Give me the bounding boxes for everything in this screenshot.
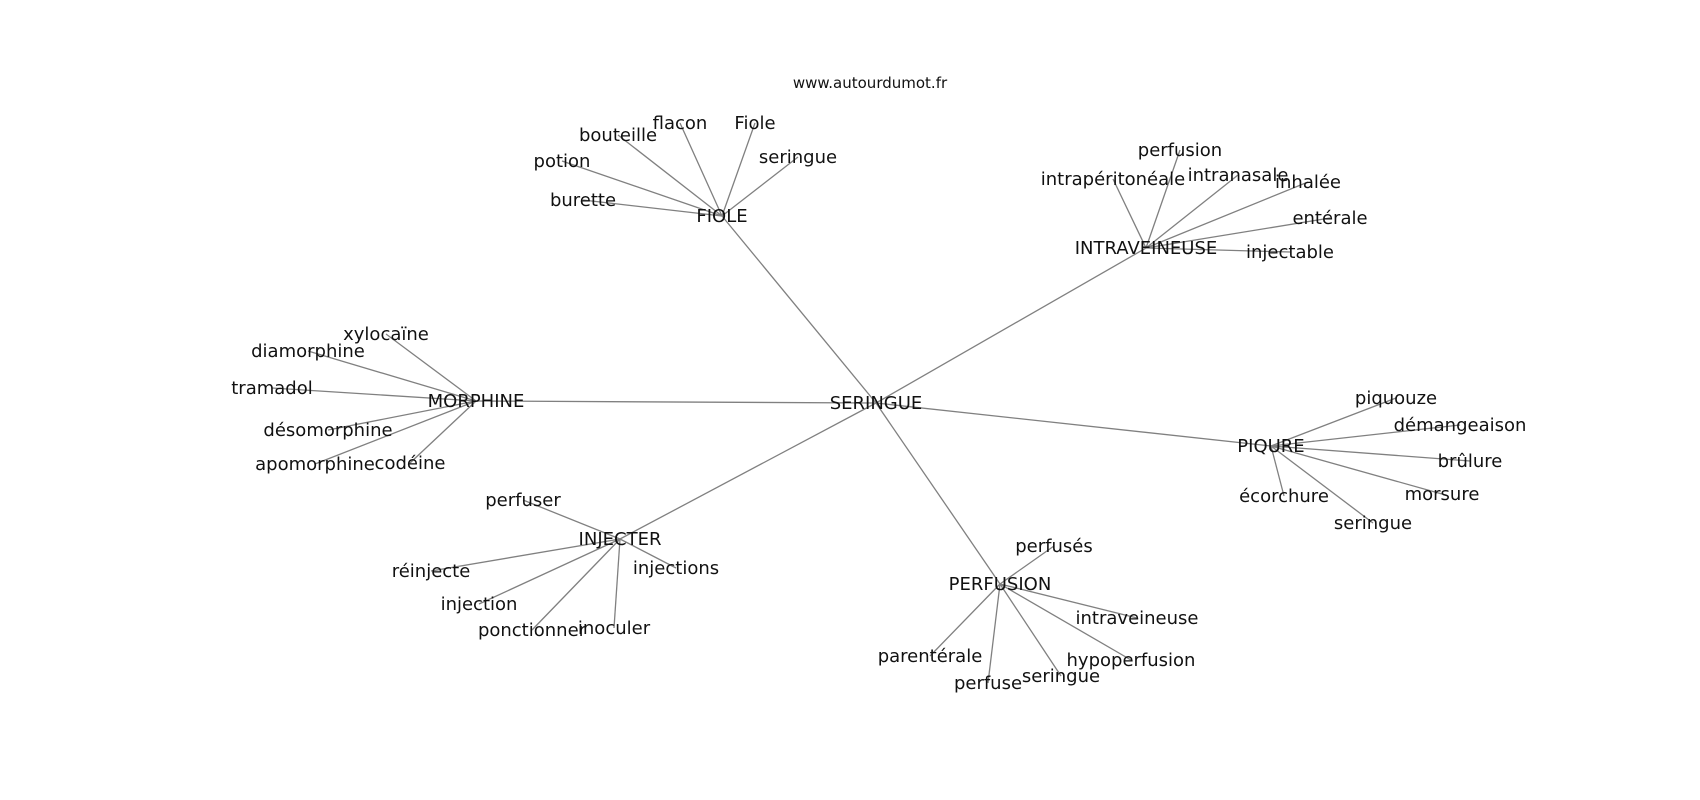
edge-piqure-leaf-0 (1270, 397, 1397, 447)
node-leaf[interactable]: piquouze (1355, 388, 1437, 409)
edge-morphine-leaf-1 (307, 350, 477, 402)
node-hub-intraveineuse[interactable]: INTRAVEINEUSE (1075, 238, 1218, 259)
node-leaf[interactable]: ponctionner (478, 620, 587, 641)
node-leaf[interactable]: seringue (759, 147, 837, 168)
node-hub-perfusion[interactable]: PERFUSION (949, 574, 1052, 595)
node-leaf[interactable]: désomorphine (263, 420, 392, 441)
node-leaf[interactable]: inoculer (578, 618, 651, 639)
edge-perfusion-leaf-2 (999, 583, 1132, 661)
node-leaf[interactable]: morsure (1405, 484, 1480, 505)
edge-fiole-leaf-5 (582, 199, 723, 217)
node-leaf[interactable]: flacon (653, 113, 708, 134)
edge-morphine-leaf-3 (327, 400, 477, 431)
node-leaf[interactable]: injections (633, 558, 719, 579)
node-hub-piqure[interactable]: PIQURE (1237, 436, 1304, 457)
node-leaf[interactable]: apomorphine (255, 454, 375, 475)
graph-labels: SERINGUE FIOLE flacon Fiole bouteille seringu… (231, 113, 1526, 694)
edge-injecter-leaf-1 (430, 538, 621, 572)
edge-injecter-leaf-3 (478, 538, 621, 605)
edge-intraveineuse-leaf-5 (1145, 247, 1291, 253)
node-leaf[interactable]: tramadol (231, 378, 313, 399)
node-hub-injecter[interactable]: INJECTER (579, 529, 662, 550)
edge-morphine-leaf-5 (409, 400, 477, 464)
node-leaf[interactable]: perfusion (1138, 140, 1222, 161)
edge-intraveineuse-leaf-0 (1145, 149, 1181, 249)
node-leaf[interactable]: bouteille (579, 125, 657, 146)
node-leaf[interactable]: démangeaison (1394, 415, 1527, 436)
edge-fiole-leaf-2 (617, 134, 723, 217)
edge-injecter-leaf-4 (531, 538, 621, 631)
edge-center-fiole (721, 215, 877, 404)
node-leaf[interactable]: codéine (375, 453, 446, 474)
edge-center-perfusion (875, 402, 1001, 585)
node-leaf[interactable]: réinjecte (392, 561, 471, 582)
node-leaf[interactable]: potion (534, 151, 591, 172)
edge-morphine-leaf-0 (385, 333, 477, 402)
node-hub-fiole[interactable]: FIOLE (696, 206, 747, 227)
node-leaf[interactable]: perfuser (485, 490, 561, 511)
edge-perfusion-leaf-4 (987, 583, 1001, 684)
edge-intraveineuse-leaf-1 (1112, 178, 1147, 249)
node-leaf[interactable]: injection (441, 594, 518, 615)
node-leaf[interactable]: perfuse (954, 673, 1022, 694)
edge-center-intraveineuse (875, 247, 1147, 404)
site-watermark: www.autourdumot.fr (793, 74, 948, 92)
edge-injecter-leaf-0 (522, 499, 621, 540)
edge-center-morphine (475, 400, 877, 404)
edge-piqure-leaf-1 (1270, 424, 1461, 447)
graph-edges (271, 122, 1471, 684)
node-leaf[interactable]: parentérale (878, 646, 983, 667)
node-center[interactable]: SERINGUE (830, 393, 923, 414)
edge-perfusion-leaf-0 (999, 545, 1055, 585)
node-leaf[interactable]: perfusés (1015, 536, 1092, 557)
edge-intraveineuse-leaf-2 (1145, 174, 1239, 249)
edge-center-piqure (875, 402, 1272, 447)
node-leaf[interactable]: intranasale (1188, 165, 1289, 186)
edge-injecter-leaf-5 (613, 538, 621, 629)
node-leaf[interactable]: brûlure (1438, 451, 1503, 472)
edge-piqure-leaf-2 (1270, 445, 1471, 462)
edge-perfusion-leaf-3 (929, 583, 1001, 657)
node-leaf[interactable]: seringue (1022, 666, 1100, 687)
edge-fiole-leaf-4 (561, 160, 723, 217)
node-leaf[interactable]: inhalée (1275, 172, 1341, 193)
node-leaf[interactable]: burette (550, 190, 616, 211)
node-leaf[interactable]: entérale (1292, 208, 1367, 229)
edge-fiole-leaf-3 (721, 156, 799, 217)
node-leaf[interactable]: seringue (1334, 513, 1412, 534)
edge-injecter-leaf-2 (619, 538, 677, 569)
edge-center-injecter (619, 402, 877, 540)
edge-perfusion-leaf-1 (999, 583, 1138, 619)
edge-intraveineuse-leaf-3 (1145, 181, 1309, 249)
edge-intraveineuse-leaf-4 (1145, 217, 1331, 249)
edge-fiole-leaf-1 (721, 122, 756, 217)
edge-piqure-leaf-3 (1270, 445, 1443, 495)
node-leaf[interactable]: Fiole (734, 113, 775, 134)
node-leaf[interactable]: xylocaïne (343, 324, 429, 345)
edge-morphine-leaf-2 (271, 387, 477, 402)
node-hub-morphine[interactable]: MORPHINE (428, 391, 525, 412)
node-leaf[interactable]: hypoperfusion (1067, 650, 1196, 671)
node-leaf[interactable]: injectable (1246, 242, 1334, 263)
edge-morphine-leaf-4 (314, 400, 477, 465)
node-leaf[interactable]: écorchure (1239, 486, 1329, 507)
edge-piqure-leaf-4 (1270, 445, 1285, 497)
edge-perfusion-leaf-5 (999, 583, 1062, 677)
node-leaf[interactable]: diamorphine (251, 341, 365, 362)
node-leaf[interactable]: intraveineuse (1076, 608, 1199, 629)
edge-fiole-leaf-0 (679, 122, 723, 217)
node-leaf[interactable]: intrapéritonéale (1041, 169, 1185, 190)
edge-piqure-leaf-5 (1270, 445, 1374, 524)
